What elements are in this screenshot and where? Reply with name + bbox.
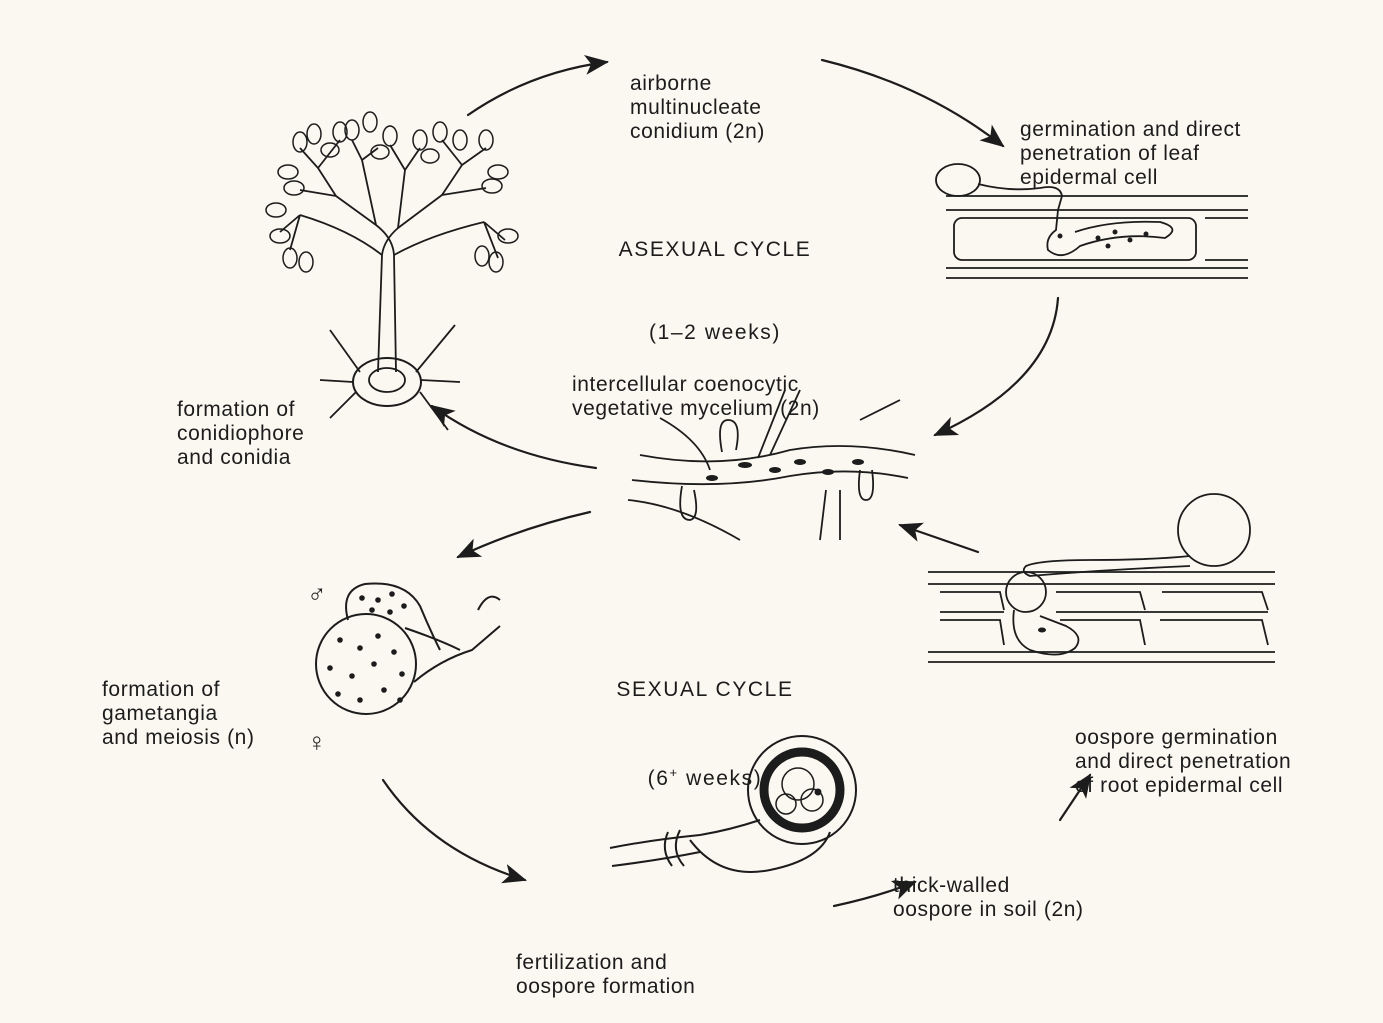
female-symbol: ♀ — [307, 730, 327, 754]
sexual-cycle-heading: SEXUAL CYCLE (6+ weeks) — [580, 630, 830, 815]
arrow-to-mycelium — [935, 298, 1058, 435]
asexual-cycle-title: ASEXUAL CYCLE — [590, 238, 840, 262]
gametangia-illustration — [316, 583, 500, 714]
sexual-cycle-duration: (6+ weeks) — [580, 761, 830, 791]
root-penetration-illustration — [928, 494, 1275, 662]
arrow-to-fertilization — [383, 780, 525, 880]
sexual-cycle-title: SEXUAL CYCLE — [580, 678, 830, 702]
arrow-to-gametangia — [458, 512, 590, 557]
arrow-to-germination — [822, 60, 1003, 146]
arrow-oospore-to-mycelium — [900, 525, 978, 552]
arrow-to-conidium — [468, 62, 607, 115]
male-symbol: ♂ — [307, 582, 327, 606]
